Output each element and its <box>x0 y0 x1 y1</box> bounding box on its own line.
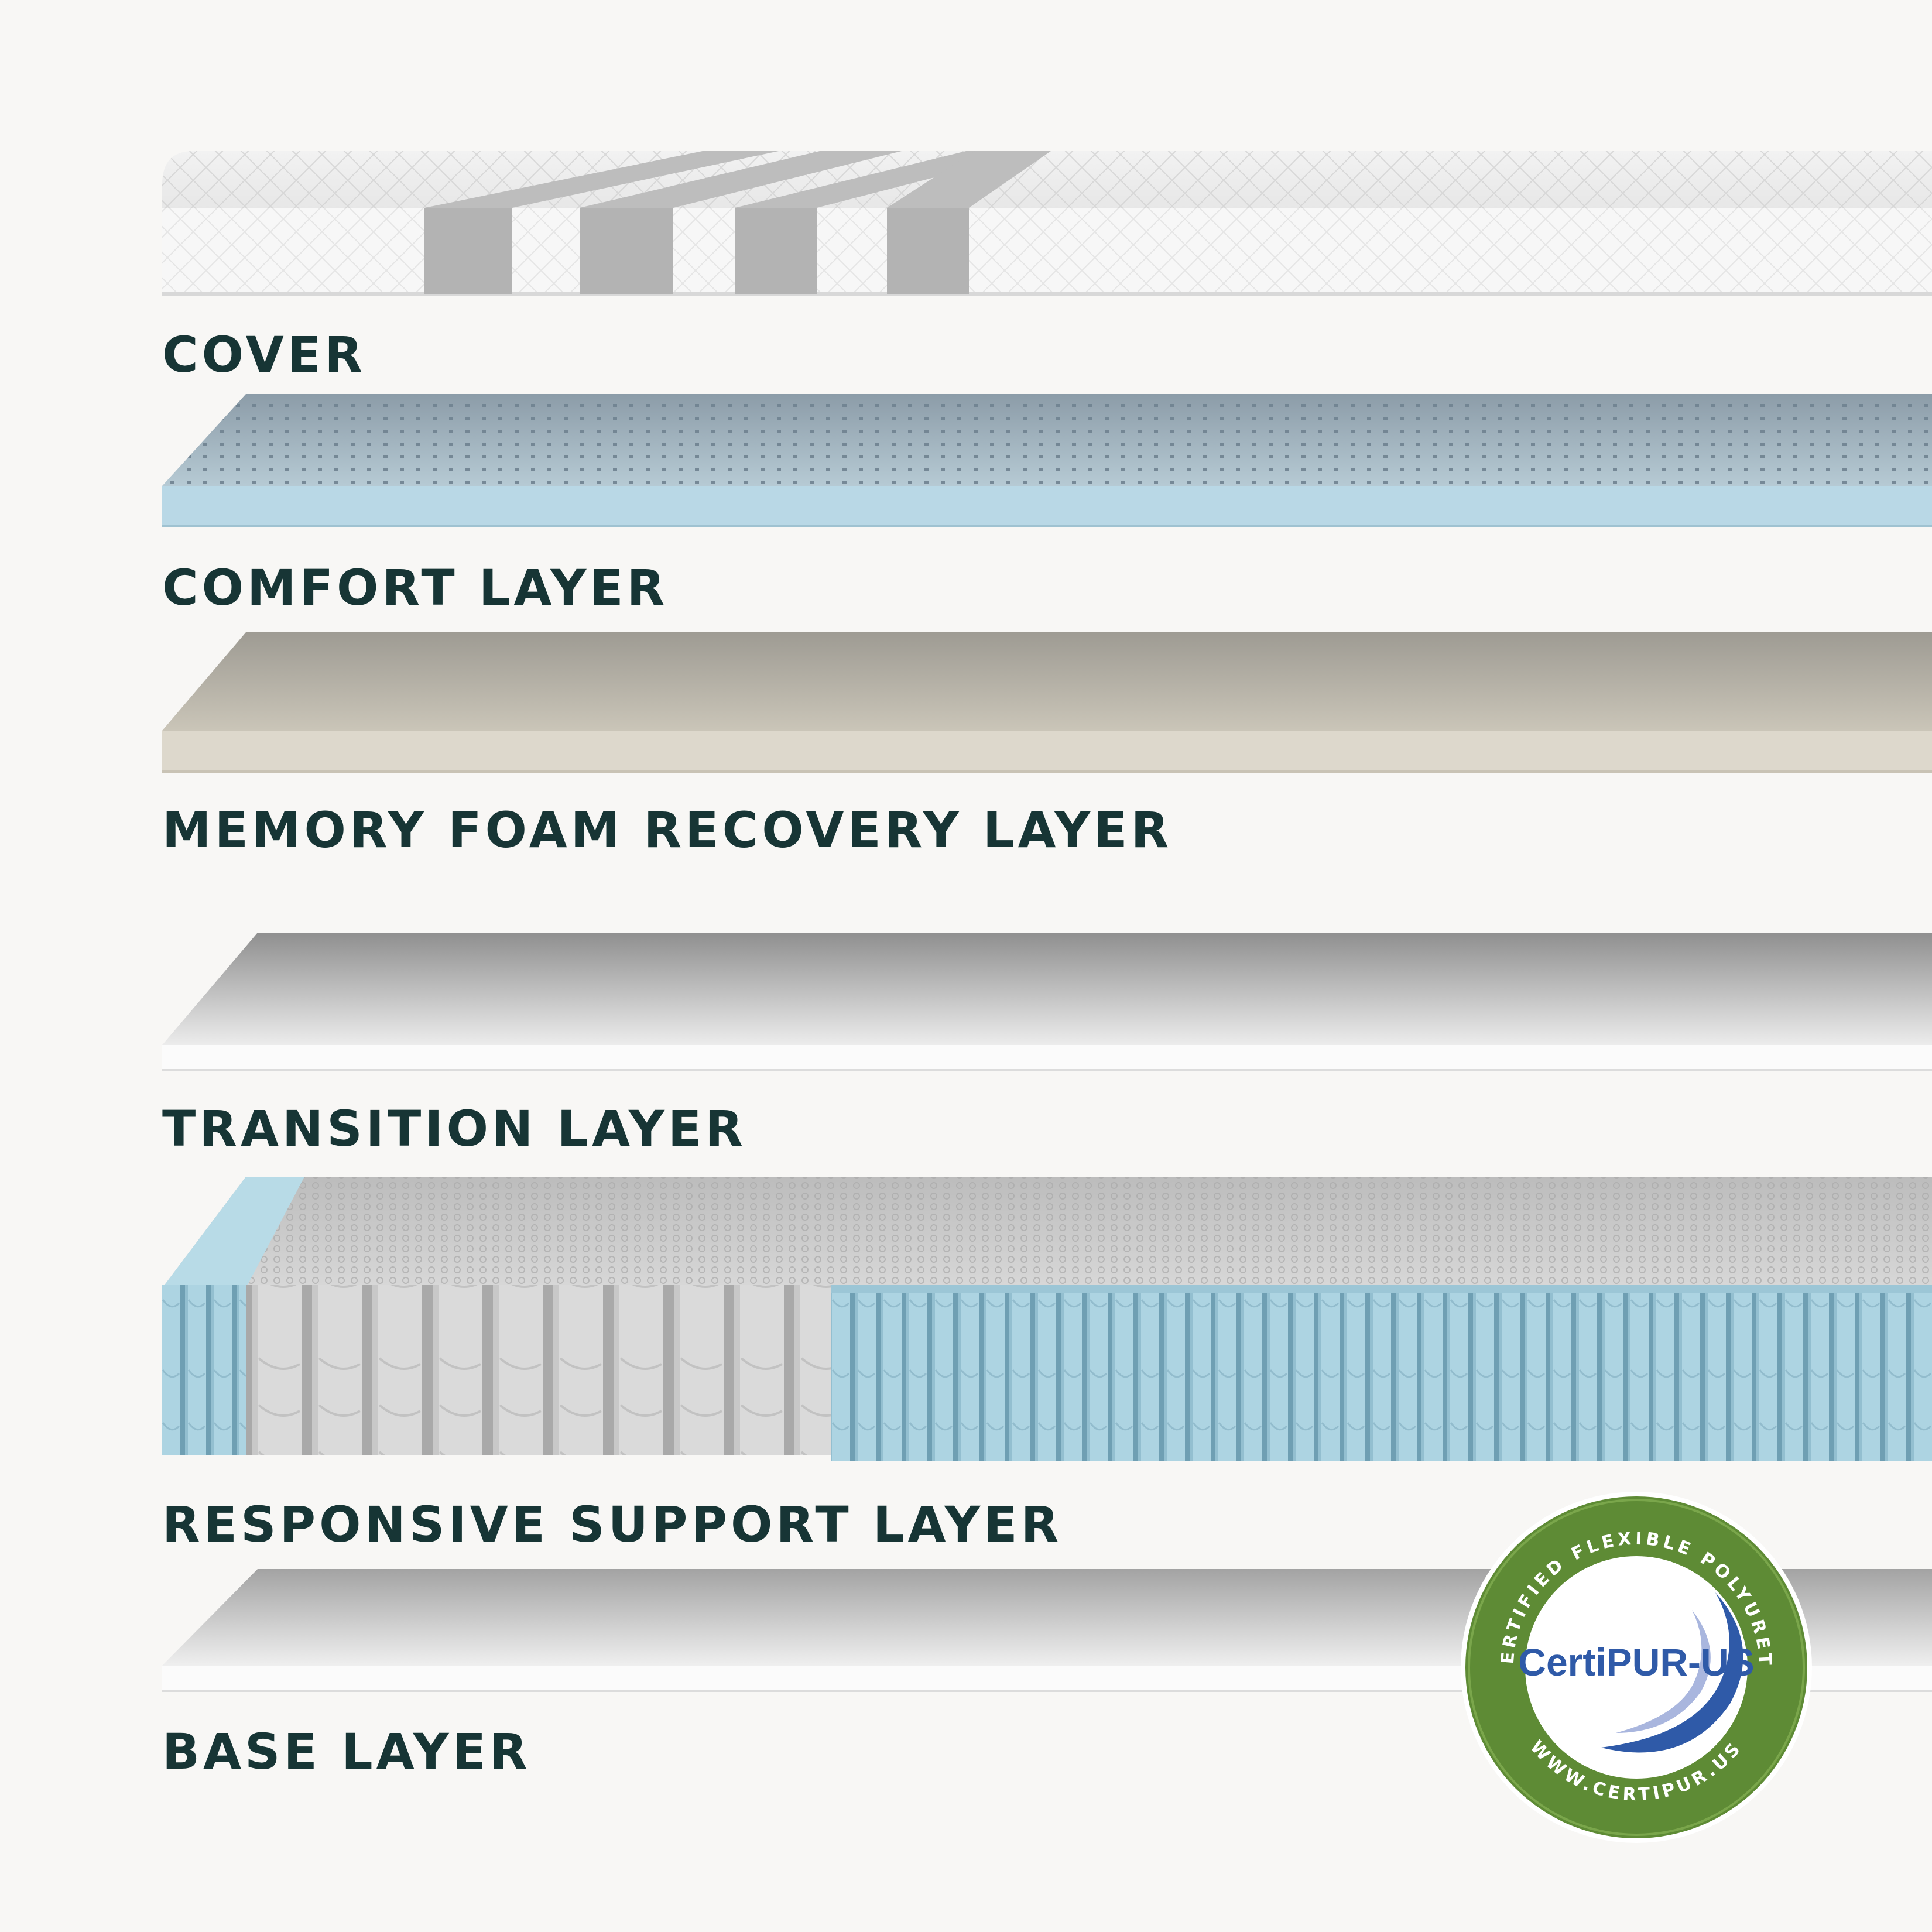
cover-illustration <box>162 151 1932 296</box>
cover-stripes <box>424 151 1051 294</box>
transition-layer-illustration <box>162 933 1932 1071</box>
memory-foam-layer-illustration <box>162 632 1932 773</box>
support-layer-illustration <box>162 1177 1932 1461</box>
certipur-logo-text: CertiPUR-US <box>1518 1640 1754 1684</box>
base-layer-label: BASE LAYER <box>162 1723 531 1780</box>
comfort-layer-label: COMFORT LAYER <box>162 559 669 616</box>
memory-foam-recovery-layer-label: MEMORY FOAM RECOVERY LAYER <box>162 801 1173 859</box>
comfort-layer-illustration <box>162 394 1932 527</box>
responsive-support-layer-label: RESPONSIVE SUPPORT LAYER <box>162 1496 1063 1553</box>
cover-label: COVER <box>162 326 366 383</box>
transition-layer-label: TRANSITION LAYER <box>162 1100 746 1157</box>
